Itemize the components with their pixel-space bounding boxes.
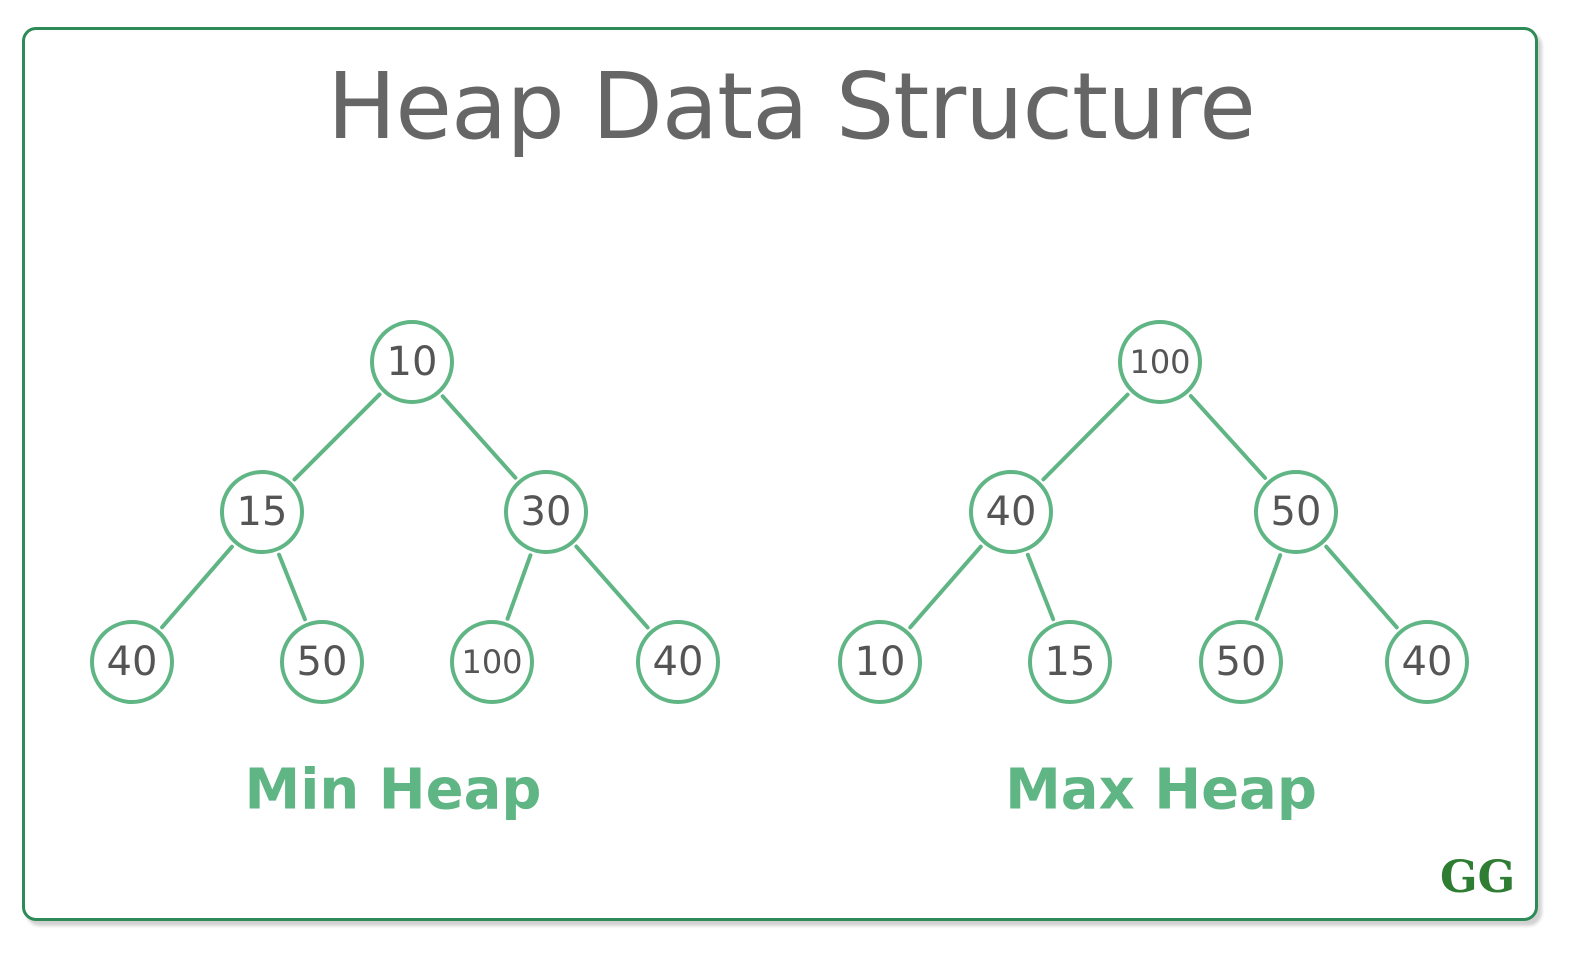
heap-node: 50 (280, 620, 364, 704)
tree-edge (292, 392, 382, 482)
node-value: 40 (653, 639, 704, 685)
heap-node: 15 (1028, 620, 1112, 704)
heap-node: 50 (1254, 470, 1338, 554)
tree-edge (1254, 553, 1283, 621)
node-value: 50 (297, 639, 348, 685)
heap-node: 30 (504, 470, 588, 554)
node-circle (370, 320, 454, 404)
node-circle (220, 470, 304, 554)
tree-edge (1041, 392, 1130, 482)
node-circle (504, 470, 588, 554)
min-heap-label: Min Heap (244, 758, 541, 823)
node-value: 100 (461, 643, 522, 681)
tree-edge (908, 544, 983, 630)
node-value: 10 (855, 639, 906, 685)
node-circle (838, 620, 922, 704)
tree-edge (277, 552, 307, 622)
tree-edge (505, 553, 533, 621)
node-value: 40 (986, 489, 1037, 535)
tree-edge (440, 394, 518, 480)
node-circle (450, 620, 534, 704)
node-value: 40 (1402, 639, 1453, 685)
node-value: 50 (1216, 639, 1267, 685)
heap-node: 100 (450, 620, 534, 704)
tree-edge (1324, 544, 1399, 630)
node-value: 15 (1045, 639, 1096, 685)
tree-edge (1025, 552, 1056, 622)
heap-node: 40 (1385, 620, 1469, 704)
node-value: 30 (521, 489, 572, 535)
heap-node: 15 (220, 470, 304, 554)
node-circle (969, 470, 1053, 554)
page-title: Heap Data Structure (327, 53, 1256, 160)
heap-node: 100 (1118, 320, 1202, 404)
node-circle (1118, 320, 1202, 404)
node-value: 15 (237, 489, 288, 535)
heap-node: 10 (838, 620, 922, 704)
node-circle (90, 620, 174, 704)
tree-edge (1188, 394, 1268, 480)
node-circle (1028, 620, 1112, 704)
heap-node: 50 (1199, 620, 1283, 704)
node-circle (1385, 620, 1469, 704)
node-value: 10 (387, 339, 438, 385)
node-circle (1254, 470, 1338, 554)
node-value: 40 (107, 639, 158, 685)
node-circle (280, 620, 364, 704)
max-heap-label: Max Heap (1005, 758, 1317, 823)
heap-node: 40 (90, 620, 174, 704)
heap-node: 40 (636, 620, 720, 704)
tree-edge (160, 544, 234, 630)
gfg-logo: GG (1440, 852, 1515, 903)
node-value: 100 (1129, 343, 1190, 381)
heap-node: 40 (969, 470, 1053, 554)
tree-edge (574, 544, 650, 630)
node-circle (636, 620, 720, 704)
heap-node: 10 (370, 320, 454, 404)
node-circle (1199, 620, 1283, 704)
node-value: 50 (1271, 489, 1322, 535)
